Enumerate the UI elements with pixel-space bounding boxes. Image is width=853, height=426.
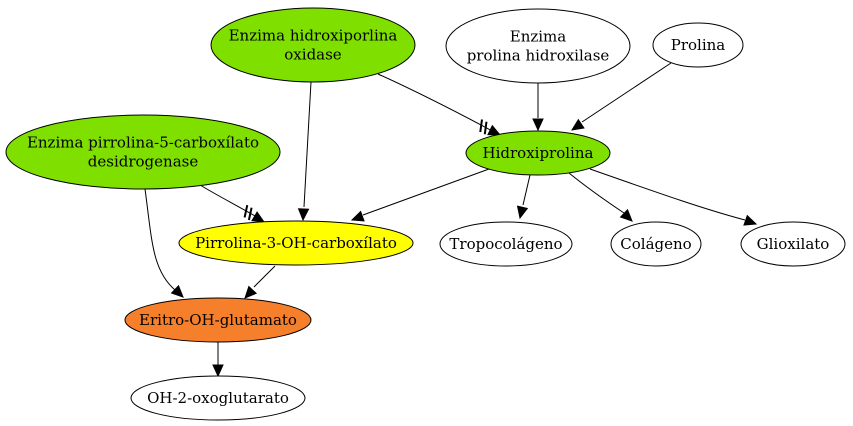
arrowhead — [487, 124, 502, 136]
node-label: Enzima — [510, 28, 567, 46]
edge-prolina-to-hidroxiprolina — [570, 62, 672, 131]
inhibition-mark — [247, 207, 253, 221]
edge-pirrolina-to-eritro — [244, 265, 276, 299]
edge-line — [589, 168, 746, 221]
arrowhead — [570, 118, 585, 131]
node-ellipse — [130, 375, 306, 421]
arrowhead — [619, 208, 633, 222]
inhibition-mark — [479, 119, 483, 133]
edges-layer — [144, 62, 758, 378]
edge-prolhydrox-to-hidroxiprolina — [532, 83, 544, 132]
node-ellipse — [740, 221, 846, 267]
arrowhead — [532, 118, 544, 132]
arrowhead — [297, 208, 310, 222]
edge-line — [522, 174, 531, 206]
arrowhead — [743, 214, 758, 226]
edge-hidroxiprolina-to-tropocolageno — [516, 174, 531, 220]
node-pirrolina: Pirrolina-3-OH-carboxílato — [178, 220, 414, 266]
node-label: Tropocolágeno — [449, 235, 562, 253]
arrowhead — [350, 210, 365, 222]
node-label: Hidroxiprolina — [483, 144, 594, 162]
node-ellipse — [124, 297, 312, 343]
arrowhead — [516, 205, 529, 220]
edge-deshidrog-to-pirrolina — [199, 184, 266, 223]
node-ellipse — [610, 221, 702, 267]
node-label: desidrogenase — [88, 153, 199, 171]
node-label: prolina hidroxilase — [467, 47, 610, 65]
node-ellipse — [445, 8, 631, 84]
edge-line — [362, 168, 490, 216]
node-glioxilato: Glioxilato — [740, 221, 846, 267]
arrowhead — [170, 284, 184, 298]
edge-line — [568, 172, 625, 214]
node-label: Enzima pirrolina-5-carboxílato — [27, 134, 259, 152]
node-eritro: Eritro-OH-glutamato — [124, 297, 312, 343]
inhibition-mark — [243, 204, 249, 218]
node-ellipse — [652, 22, 744, 68]
node-ellipse — [178, 220, 414, 266]
node-ellipse — [465, 130, 611, 176]
node-prolina: Prolina — [652, 22, 744, 68]
inhibition-mark — [483, 121, 488, 135]
edge-line — [581, 62, 672, 123]
node-label: Pirrolina-3-OH-carboxílato — [195, 234, 397, 252]
node-label: OH-2-oxoglutarato — [147, 389, 289, 407]
node-tropocolageno: Tropocolágeno — [439, 221, 573, 267]
node-deshidrog: Enzima pirrolina-5-carboxílatodesidrogen… — [5, 114, 281, 190]
edge-line — [377, 73, 497, 134]
node-hidroxiprolina: Hidroxiprolina — [465, 130, 611, 176]
edge-deshidrog-to-eritro — [144, 188, 184, 298]
edge-hidroxiprolina-to-colageno — [568, 172, 633, 222]
node-colageno: Colágeno — [610, 221, 702, 267]
node-ellipse — [5, 114, 281, 190]
node-label: Glioxilato — [757, 235, 830, 253]
arrowhead — [212, 364, 224, 378]
edge-oxidase-to-hidroxiprolina — [377, 73, 502, 136]
node-label: Prolina — [671, 36, 726, 54]
arrowhead — [244, 285, 258, 299]
node-ellipse — [439, 221, 573, 267]
edge-line — [303, 81, 312, 208]
edge-line — [199, 184, 263, 221]
node-oxoglutarato: OH-2-oxoglutarato — [130, 375, 306, 421]
arrowhead — [251, 211, 266, 223]
edge-hidroxiprolina-to-glioxilato — [589, 168, 758, 226]
node-label: oxidase — [284, 46, 342, 64]
edge-line — [253, 265, 276, 288]
edge-line — [144, 188, 176, 291]
node-label: Colágeno — [620, 235, 691, 253]
node-label: Eritro-OH-glutamato — [139, 311, 297, 329]
node-label: Enzima hidroxiporlina — [229, 27, 398, 45]
node-ellipse — [210, 7, 416, 83]
edge-oxidase-to-pirrolina — [297, 81, 312, 222]
edge-eritro-to-oxoglutarato — [212, 342, 224, 378]
edge-hidroxiprolina-to-pirrolina — [350, 168, 490, 222]
